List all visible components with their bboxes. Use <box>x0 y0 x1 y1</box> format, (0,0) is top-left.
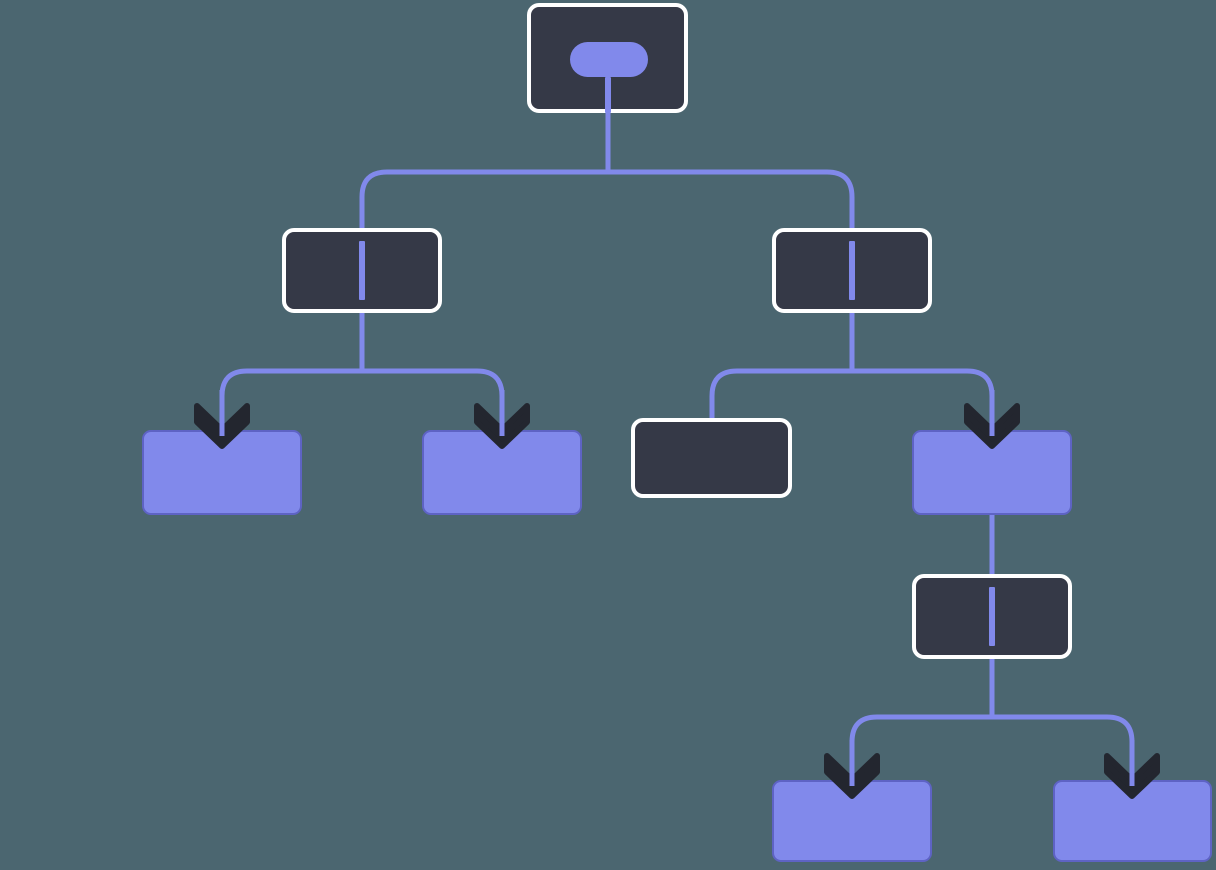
edge <box>989 659 1135 787</box>
edge <box>359 313 505 437</box>
node-stem-line <box>605 77 611 113</box>
node-inner-line <box>849 241 855 300</box>
node-n-empty[interactable] <box>631 418 792 498</box>
edge <box>849 659 995 787</box>
edge <box>219 313 365 437</box>
node-inner-line <box>989 587 995 646</box>
node-leaf-4[interactable] <box>772 780 932 862</box>
node-leaf-2[interactable] <box>422 430 582 515</box>
edge <box>605 113 855 313</box>
edge <box>849 313 995 437</box>
edge <box>359 113 611 313</box>
node-leaf-5[interactable] <box>1053 780 1212 862</box>
node-pill-badge <box>570 42 648 77</box>
edge <box>709 313 855 418</box>
node-inner-line <box>359 241 365 300</box>
node-leaf-1[interactable] <box>142 430 302 515</box>
node-leaf-3[interactable] <box>912 430 1072 515</box>
